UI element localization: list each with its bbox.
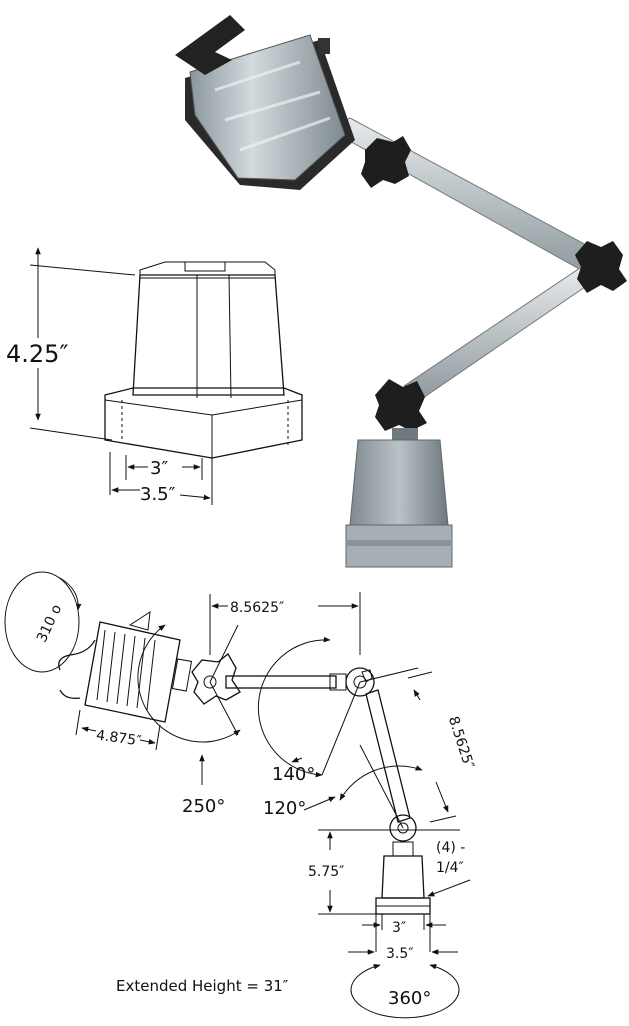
schematic-mount — [375, 841, 431, 915]
mount-holes-callout: (4) - 1/4″ — [427, 840, 471, 897]
base-drawing — [104, 261, 303, 459]
arm2-length-dimension: 8.5625″ — [407, 671, 477, 823]
lamp-head — [175, 15, 355, 190]
arm2-length-label: 8.5625″ — [445, 714, 477, 771]
head-length-dimension: 4.875″ — [75, 709, 161, 751]
mount-height-dimension: 5.75″ — [308, 829, 382, 915]
mount-holes-label: (4) - — [436, 840, 465, 856]
lamp-arm-lower — [403, 267, 599, 401]
schematic-arm-2 — [365, 689, 411, 823]
head-swing-indicator: 250° — [137, 624, 241, 817]
mount-width-dimensions: 3″ 3.5″ — [348, 914, 458, 962]
head-swing-label: 250° — [182, 796, 225, 817]
base-outer-width: 3.5″ — [140, 484, 176, 505]
schematic-knob-head — [191, 653, 241, 705]
base-rotation-label: 360° — [388, 988, 431, 1009]
schematic-joint-2: 120° — [263, 744, 460, 842]
base-rotation-indicator: 360° — [350, 963, 460, 1019]
arm1-length-dimension: 8.5625″ — [209, 592, 361, 655]
head-rotation-label: 310 ο — [34, 602, 65, 645]
head-rotation-indicator: 310 ο — [4, 571, 82, 673]
base-width-dimensions: 3″ 3.5″ — [109, 452, 213, 505]
knob-upper — [361, 136, 411, 188]
schematic-arm-1 — [225, 673, 347, 691]
knob-middle — [575, 241, 627, 293]
height-dimension: 4.25″ — [5, 247, 136, 441]
knob-lower — [375, 379, 427, 431]
schematic: 310 ο 4.875″ — [4, 571, 477, 1019]
joint1-swing-label: 140° — [272, 764, 315, 785]
head-length-label: 4.875″ — [95, 727, 142, 749]
arm1-length-label: 8.5625″ — [230, 600, 284, 616]
base-inner-width: 3″ — [150, 458, 168, 479]
extended-height-note: Extended Height = 31″ — [116, 977, 289, 995]
schematic-joint-1: 140° — [257, 636, 419, 785]
mount-height-label: 5.75″ — [308, 864, 344, 880]
lamp-base-photo — [345, 428, 453, 568]
mount-inner-label: 3″ — [392, 920, 406, 936]
joint2-swing-label: 120° — [263, 798, 306, 819]
mount-hole-size-label: 1/4″ — [436, 860, 464, 876]
lamp-photo — [175, 15, 627, 568]
height-label: 4.25″ — [6, 340, 68, 368]
lamp-arm-upper — [329, 117, 606, 276]
mount-outer-label: 3.5″ — [386, 946, 414, 962]
